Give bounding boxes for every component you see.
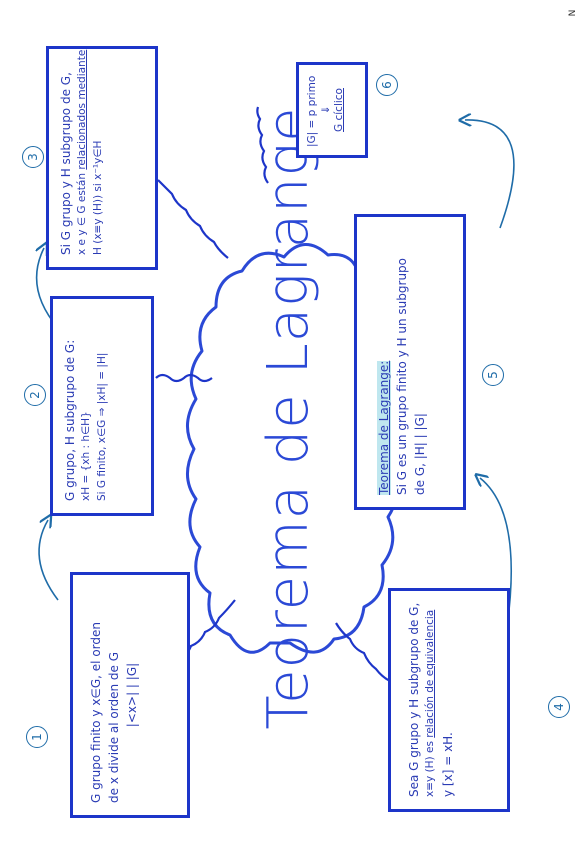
box-4-line-2b: relación de equivalencia bbox=[424, 609, 436, 738]
box-6-line-3: G cíclico bbox=[333, 88, 346, 132]
box-3-line-1: Si G grupo y H subgrupo de G, bbox=[59, 72, 73, 255]
step-number-1: 1 bbox=[26, 726, 48, 748]
box-1: G grupo finito y x∈G, el orden de x divi… bbox=[70, 572, 190, 818]
box-4-line-2: x≡y (H) es relación de equivalencia bbox=[423, 603, 439, 797]
box-4-line-2a: x≡y (H) es bbox=[424, 737, 436, 797]
main-title: Teorema de Lagrange bbox=[255, 106, 321, 730]
box-6: |G| = p primo ⇓ G cíclico bbox=[296, 62, 368, 158]
box-4-line-3: y [x] = xH. bbox=[440, 732, 455, 797]
box-5-line-1: Si G es un grupo finito y H un subgrupo bbox=[395, 257, 409, 495]
box-5: Teorema de Lagrange: Si G es un grupo fi… bbox=[354, 214, 466, 510]
step-number-5: 5 bbox=[482, 364, 504, 386]
box-2-line-3: Si G finito, x∈G ⇒ |xH| = |H| bbox=[95, 352, 108, 501]
box-3-line-2: x e y ∈ G están relacionados mediante bbox=[75, 50, 91, 255]
box-1-line-2: de x divide al orden de G bbox=[107, 651, 121, 803]
box-5-heading-line: Teorema de Lagrange: bbox=[375, 229, 393, 495]
box-6-line-1: |G| = p primo bbox=[306, 75, 318, 147]
step-number-3: 3 bbox=[22, 146, 44, 168]
step-number-4: 4 bbox=[548, 696, 570, 718]
title-cloud bbox=[186, 243, 399, 654]
connector-4 bbox=[335, 622, 391, 682]
step-number-6: 6 bbox=[376, 74, 398, 96]
box-6-line-2: ⇓ bbox=[319, 105, 332, 115]
box-3-line-3: H (x≡y (H)) si x⁻¹y∈H bbox=[91, 140, 104, 255]
connector-3 bbox=[157, 179, 229, 259]
box-2-line-1: G grupo, H subgrupo de G: bbox=[63, 339, 77, 501]
box-1-line-3: |<x>| | |G| bbox=[125, 662, 139, 728]
box-4-line-1: Sea G grupo y H subgrupo de G, bbox=[407, 602, 421, 797]
arrow-1-to-2 bbox=[38, 520, 59, 601]
box-5-heading: Teorema de Lagrange: bbox=[377, 360, 391, 495]
box-3-line-2b: relacionados mediante bbox=[76, 49, 88, 170]
step-number-2: 2 bbox=[24, 384, 46, 406]
connector-2 bbox=[155, 373, 213, 383]
box-2-line-2: xH = {xh : h∈H} bbox=[80, 411, 92, 501]
connector-6 bbox=[256, 106, 269, 184]
arrow-5-to-6 bbox=[465, 120, 515, 229]
box-1-line-1: G grupo finito y x∈G, el orden bbox=[89, 621, 103, 803]
box-5-line-2: de G, |H| | |G| bbox=[413, 413, 427, 495]
page-corner-mark: N bbox=[565, 9, 576, 17]
box-3: Si G grupo y H subgrupo de G, x e y ∈ G … bbox=[46, 46, 158, 270]
box-2: G grupo, H subgrupo de G: xH = {xh : h∈H… bbox=[50, 296, 154, 516]
box-4: Sea G grupo y H subgrupo de G, x≡y (H) e… bbox=[388, 588, 510, 812]
box-3-line-2a: x e y ∈ G están bbox=[76, 169, 88, 255]
